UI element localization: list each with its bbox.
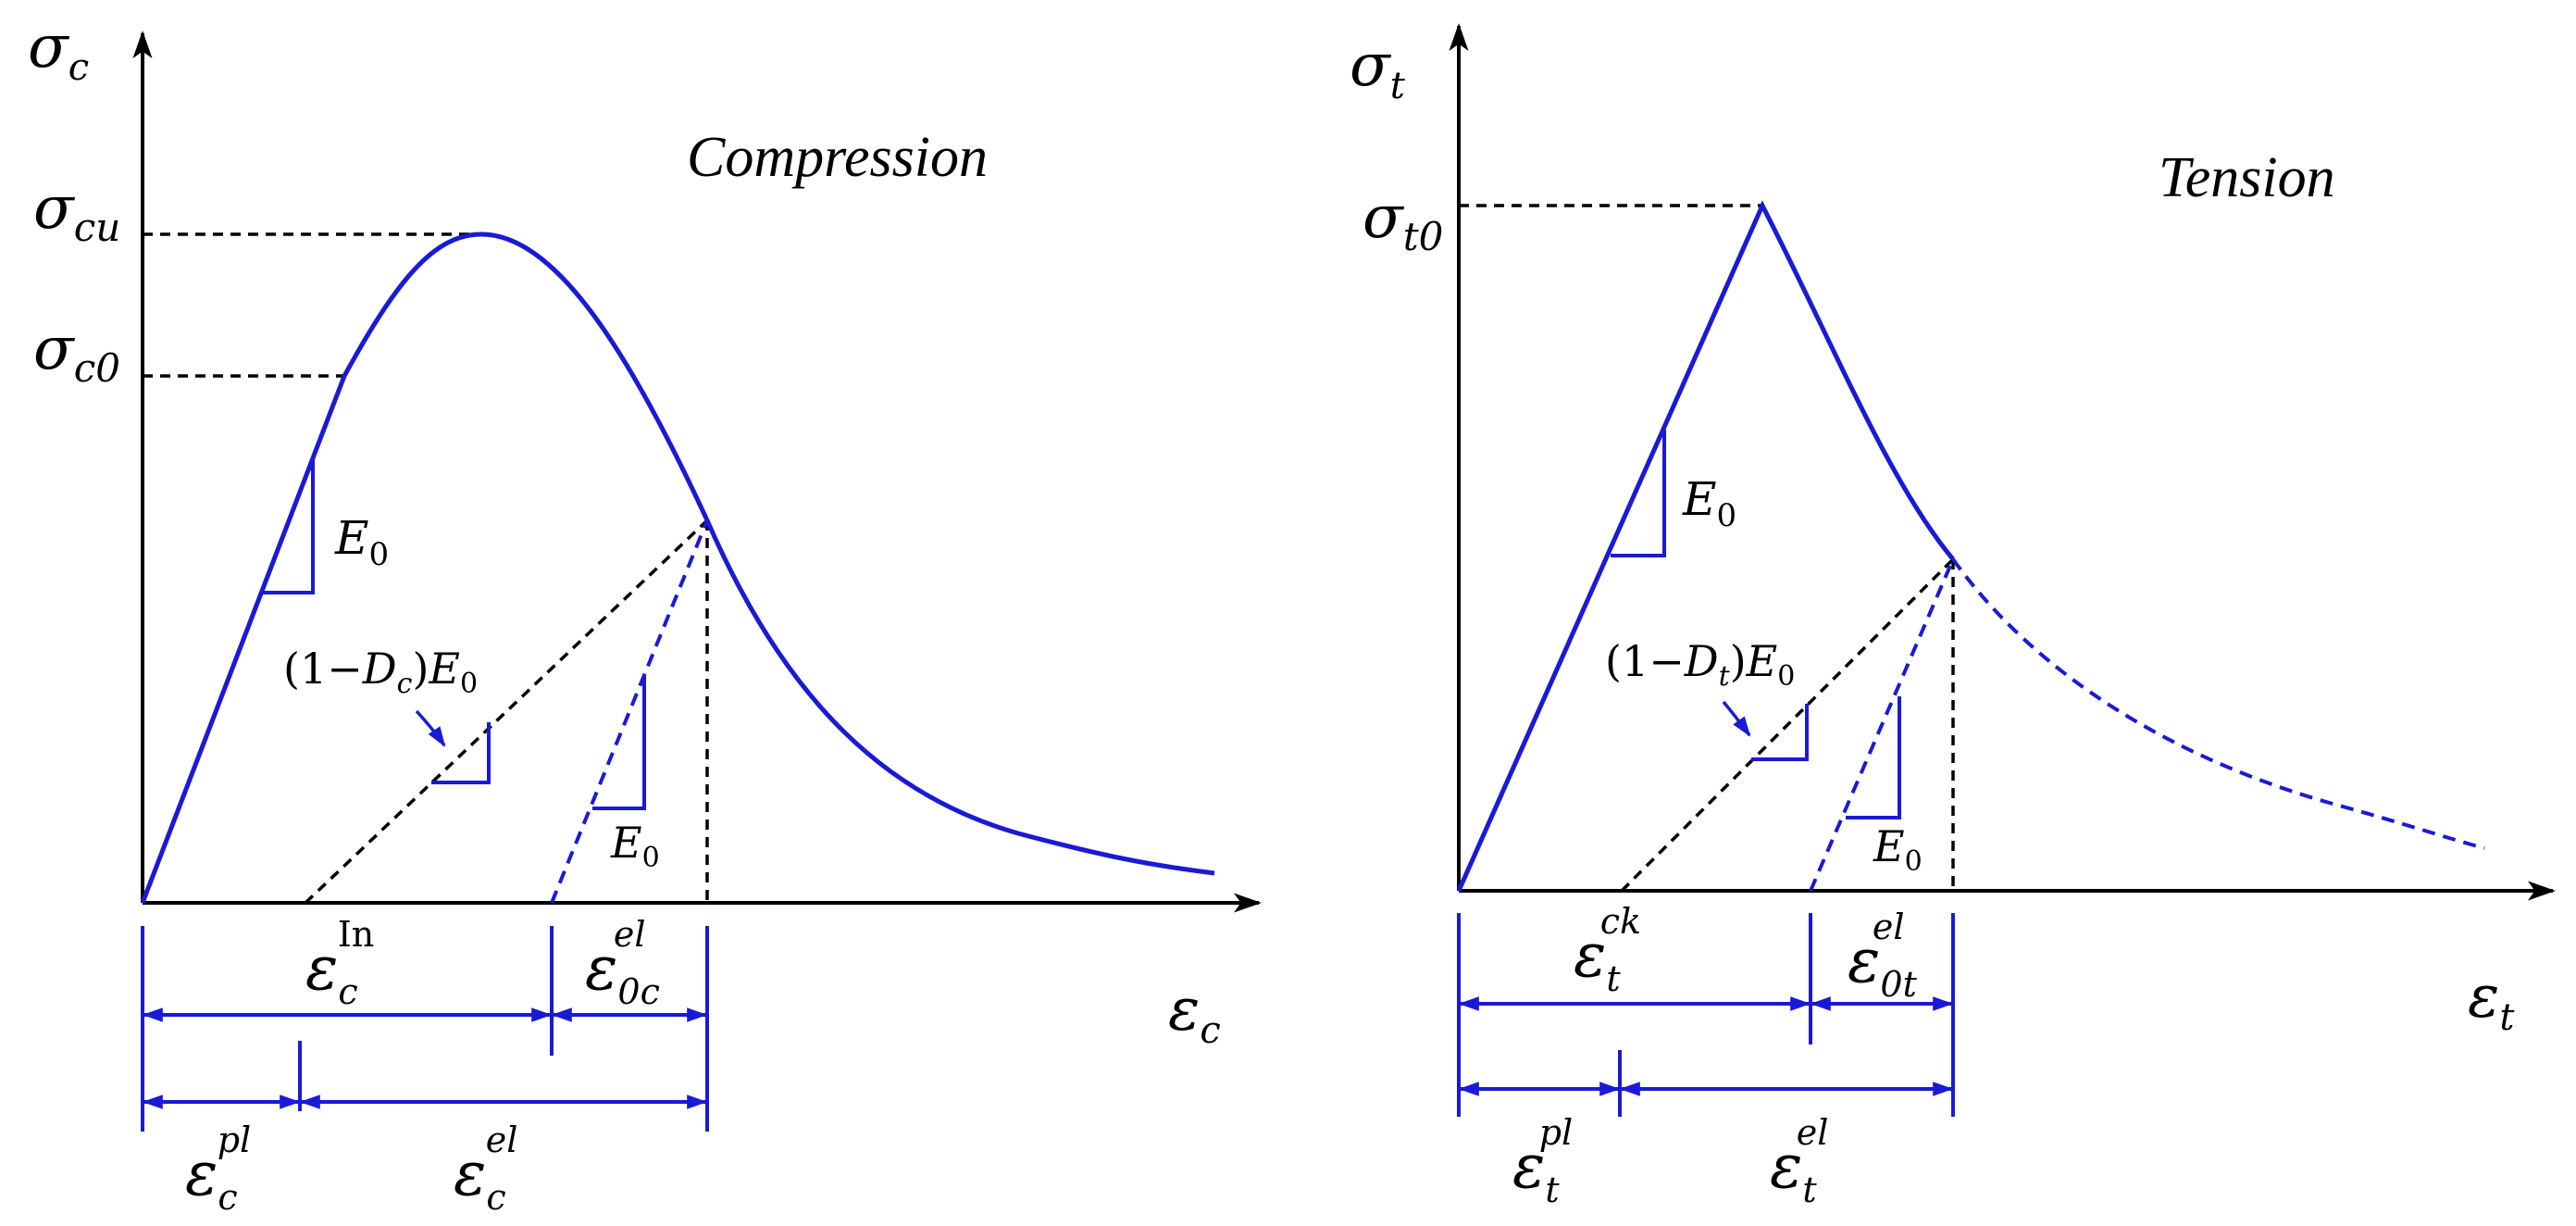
compression-initial-slope-triangle — [263, 457, 315, 594]
tension-elastic-strain-label: εtel — [1770, 1112, 1828, 1210]
compression-unload-slope-triangle — [592, 674, 646, 810]
compression-pointer-arrow — [415, 709, 446, 747]
tension-damaged-unload-line — [1620, 557, 1955, 893]
tension-cracking-strain-label: εtck — [1574, 901, 1641, 999]
compression-y-axis-label: σc — [28, 13, 89, 89]
compression-stress-strain-curve — [140, 231, 1215, 904]
tension-initial-slope-triangle — [1611, 430, 1666, 557]
tension-unload-slope-triangle — [1846, 696, 1901, 819]
compression-unload-modulus-label: E0 — [610, 818, 660, 874]
tension-modulus-label: E0 — [1682, 472, 1736, 534]
compression-x-axis-label: εc — [1168, 976, 1221, 1052]
tension-y-axis-label: σt — [1350, 31, 1406, 107]
compression-modulus-label: E0 — [334, 511, 389, 573]
tension-x-axis-label: εt — [2468, 963, 2515, 1039]
compression-damaged-unload-line — [304, 519, 709, 905]
tension-elastic0-strain-label: ε0tel — [1848, 907, 1918, 1005]
compression-elastic0-strain-label: ε0cel — [585, 914, 660, 1012]
tension-damaged-slope-triangle — [1751, 704, 1809, 761]
tension-pointer-arrow — [1722, 700, 1751, 737]
tension-stress-strain-curve — [1456, 200, 1955, 893]
compression-title: Compression — [687, 126, 988, 189]
compression-elastic-strain-label: εcel — [454, 1120, 517, 1218]
compression-yield-label: σc0 — [33, 315, 120, 391]
tension-softening-curve — [1951, 557, 2485, 850]
compression-damaged-modulus-label: (1−Dc)E0 — [283, 644, 478, 700]
tension-title: Tension — [2159, 146, 2335, 209]
compression-panel: Compression σc εc σcu σc0 E0 (1−Dc)E0 E0… — [28, 13, 1262, 1218]
compression-peak-label: σcu — [33, 174, 120, 250]
compression-elastic-unload-line — [550, 519, 709, 904]
compression-inelastic-strain-label: εcIn — [305, 914, 374, 1012]
tension-panel: Tension σt εt σt0 E0 (1−Dt)E0 E0 εtck ε0… — [1350, 23, 2556, 1210]
tension-peak-label: σt0 — [1363, 183, 1443, 259]
tension-elastic-unload-line — [1809, 558, 1955, 892]
tension-plastic-strain-label: εtpl — [1512, 1112, 1573, 1210]
tension-unload-modulus-label: E0 — [1873, 821, 1923, 878]
compression-plastic-strain-label: εcpl — [185, 1120, 251, 1218]
tension-damaged-modulus-label: (1−Dt)E0 — [1605, 636, 1795, 693]
compression-damaged-slope-triangle — [431, 722, 491, 784]
